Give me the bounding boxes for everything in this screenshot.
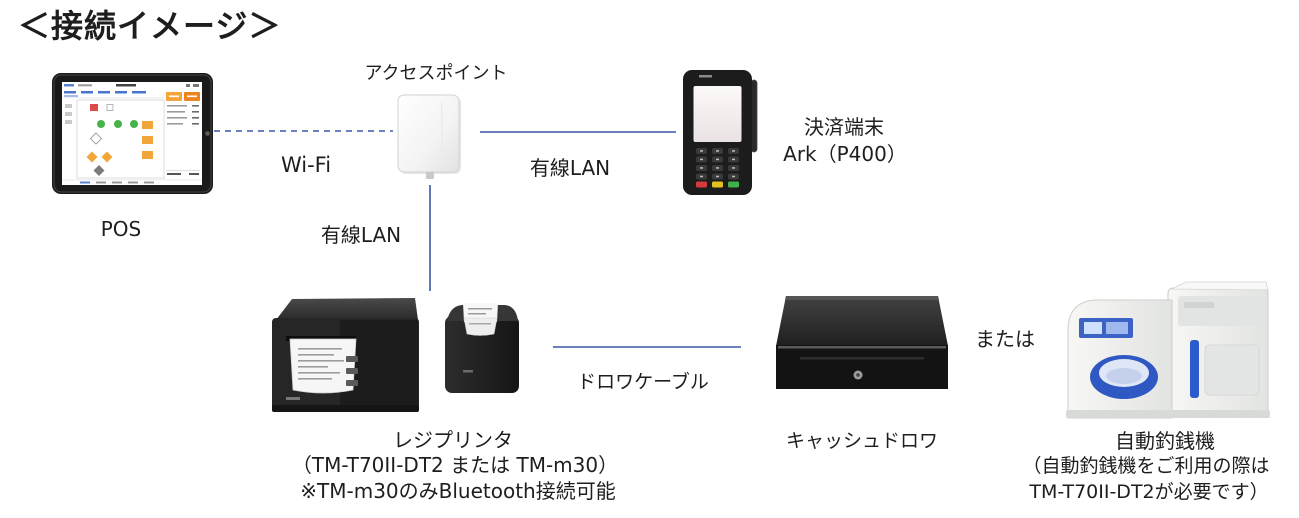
red-key [696,181,707,188]
terminal-key-marks [700,150,735,178]
cash-drawer-icon [776,296,948,389]
access-point-icon [397,94,461,179]
green-key [728,181,739,188]
pos-label: POS [100,217,142,241]
change-machine-label: 自動釣銭機 [1115,429,1215,453]
receipt-printer-models: （TM-T70II-DT2 または TM-m30） [291,453,619,477]
wired-lan-label-terminal: 有線LAN [529,156,611,180]
wired-lan-label-printer: 有線LAN [320,223,402,247]
compact-receipt-printer-icon [445,303,519,393]
cash-drawer-label: キャッシュドロワ [785,430,939,452]
pos-app-screen [62,82,202,185]
alternative-label: または [975,327,1035,351]
payment-terminal-model: Ark（P400） [783,142,907,166]
payment-terminal-label: 決済端末 [804,115,884,139]
change-machine-note-line2: TM-T70II-DT2が必要です） [1029,481,1269,503]
pos-tablet-icon [52,73,213,194]
yellow-key [712,181,723,188]
change-machine-note-line1: （自動釣銭機をご利用の際は [1022,455,1270,477]
payment-terminal-icon [683,70,758,195]
receipt-printer-note: ※TM-m30のみBluetooth接続可能 [300,479,616,503]
access-point-label: アクセスポイント [364,63,508,84]
connection-lines [214,130,741,348]
drawer-cable-label: ドロワケーブル [577,371,709,393]
receipt-printer-label: レジプリンタ [393,428,513,452]
page-title: ＜接続イメージ＞ [18,7,282,45]
receipt-printer-icon [272,298,419,412]
wifi-label: Wi-Fi [280,153,332,177]
change-machine-icon [1066,281,1270,419]
